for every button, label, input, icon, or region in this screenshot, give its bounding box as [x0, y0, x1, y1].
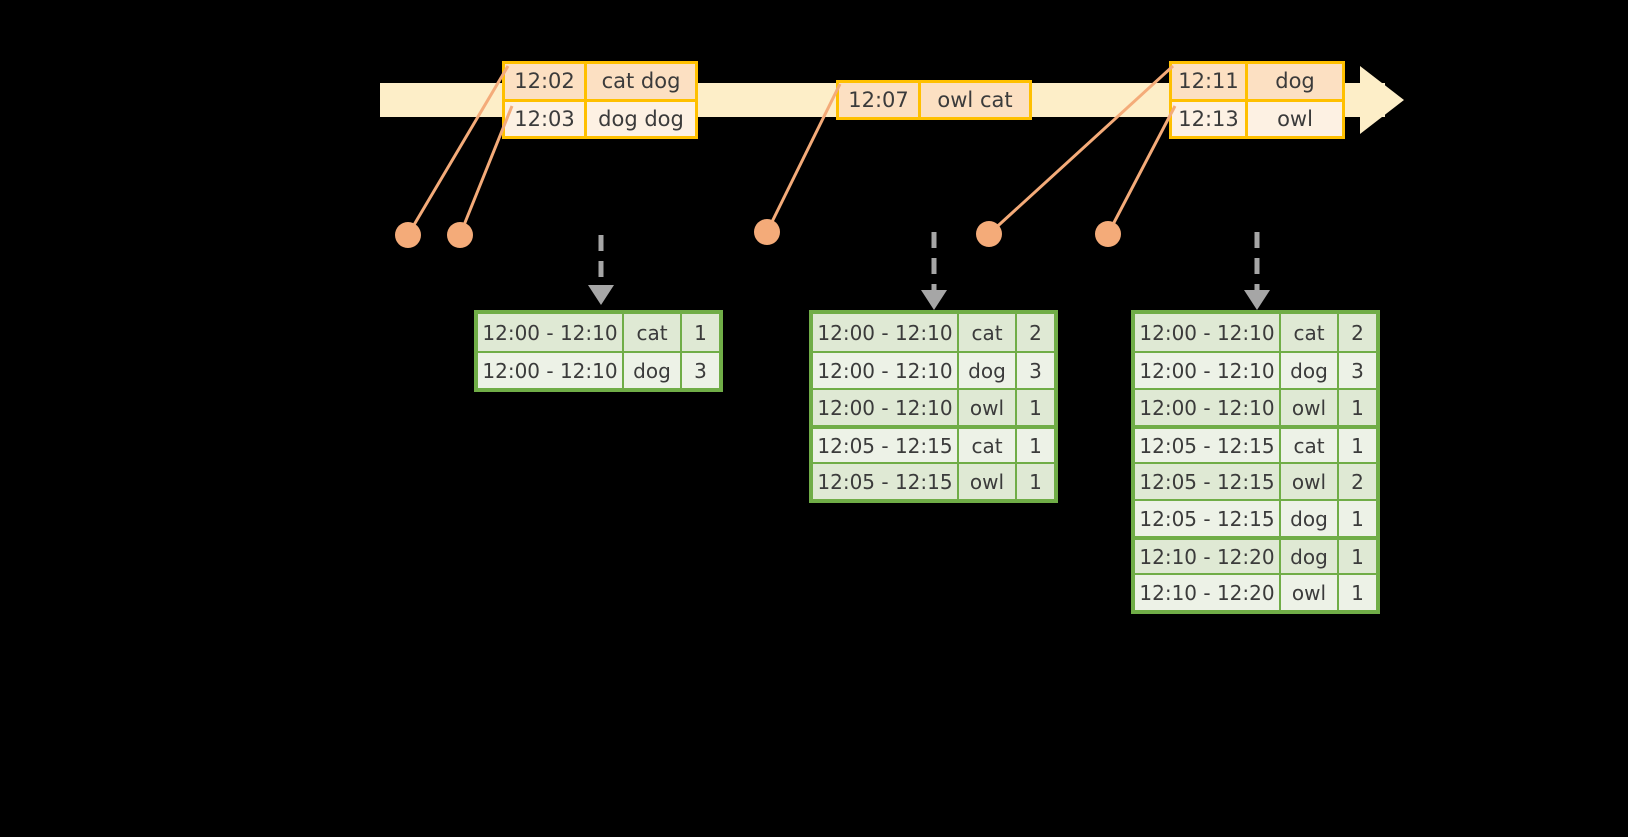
cell-word: owl: [959, 390, 1017, 425]
event-dot: [1095, 221, 1121, 247]
event-time: 12:13: [1172, 101, 1248, 136]
cell-word: dog: [1281, 501, 1339, 536]
cell-word: cat: [624, 314, 682, 351]
event-value: owl: [1248, 101, 1342, 136]
event-dot: [395, 222, 421, 248]
cell-window: 12:00 - 12:10: [478, 314, 624, 351]
timeline-event-box[interactable]: 12:07 owl cat: [836, 80, 1032, 120]
cell-word: dog: [1281, 353, 1339, 388]
dashed-arrow-head-icon: [588, 285, 614, 305]
cell-count: 1: [1339, 390, 1376, 425]
event-time: 12:02: [505, 64, 587, 99]
right-arrow-icon: [1360, 66, 1404, 134]
cell-count: 1: [1339, 540, 1376, 573]
cell-window: 12:05 - 12:15: [1135, 501, 1281, 536]
cell-word: owl: [1281, 390, 1339, 425]
cell-word: owl: [1281, 575, 1339, 610]
cell-count: 3: [682, 353, 719, 388]
cell-word: owl: [959, 464, 1017, 499]
event-row: 12:13 owl: [1172, 98, 1342, 136]
timeline-event-box[interactable]: 12:02 cat dog 12:03 dog dog: [502, 61, 698, 139]
cell-window: 12:05 - 12:15: [1135, 464, 1281, 499]
cell-word: dog: [624, 353, 682, 388]
connector-dots: [395, 219, 1121, 248]
cell-count: 1: [1017, 464, 1054, 499]
event-time: 12:07: [839, 83, 921, 117]
cell-window: 12:00 - 12:10: [813, 314, 959, 351]
event-time: 12:11: [1172, 64, 1248, 99]
cell-window: 12:05 - 12:15: [1135, 429, 1281, 462]
dashed-arrow-head-icon: [1244, 290, 1270, 310]
cell-window: 12:00 - 12:10: [478, 353, 624, 388]
cell-word: cat: [1281, 314, 1339, 351]
event-dot: [447, 222, 473, 248]
cell-window: 12:05 - 12:15: [813, 429, 959, 462]
dashed-arrows: [588, 232, 1270, 310]
cell-window: 12:10 - 12:20: [1135, 575, 1281, 610]
cell-count: 2: [1017, 314, 1054, 351]
event-row: 12:11 dog: [1172, 64, 1342, 99]
cell-window: 12:05 - 12:15: [813, 464, 959, 499]
timeline-event-box[interactable]: 12:11 dog 12:13 owl: [1169, 61, 1345, 139]
cell-word: dog: [959, 353, 1017, 388]
cell-window: 12:00 - 12:10: [813, 390, 959, 425]
cell-count: 1: [1339, 429, 1376, 462]
cell-count: 3: [1339, 353, 1376, 388]
cell-window: 12:00 - 12:10: [813, 353, 959, 388]
cell-count: 1: [682, 314, 719, 351]
event-row: 12:07 owl cat: [839, 83, 1029, 117]
event-value: owl cat: [921, 83, 1029, 117]
cell-count: 2: [1339, 464, 1376, 499]
cell-window: 12:00 - 12:10: [1135, 353, 1281, 388]
event-row: 12:03 dog dog: [505, 98, 695, 136]
event-dot: [754, 219, 780, 245]
cell-window: 12:00 - 12:10: [1135, 314, 1281, 351]
cell-count: 1: [1017, 429, 1054, 462]
event-row: 12:02 cat dog: [505, 64, 695, 99]
event-time: 12:03: [505, 101, 587, 136]
cell-word: cat: [959, 314, 1017, 351]
cell-word: cat: [1281, 429, 1339, 462]
event-value: dog: [1248, 64, 1342, 99]
event-dot: [976, 221, 1002, 247]
event-value: dog dog: [587, 101, 695, 136]
cell-window: 12:00 - 12:10: [1135, 390, 1281, 425]
cell-count: 1: [1339, 501, 1376, 536]
cell-count: 3: [1017, 353, 1054, 388]
connector-line: [1106, 105, 1177, 235]
cell-word: cat: [959, 429, 1017, 462]
cell-count: 1: [1017, 390, 1054, 425]
cell-count: 1: [1339, 575, 1376, 610]
dashed-arrow-head-icon: [921, 290, 947, 310]
event-value: cat dog: [587, 64, 695, 99]
cell-window: 12:10 - 12:20: [1135, 540, 1281, 573]
cell-word: dog: [1281, 540, 1339, 573]
cell-word: owl: [1281, 464, 1339, 499]
cell-count: 2: [1339, 314, 1376, 351]
